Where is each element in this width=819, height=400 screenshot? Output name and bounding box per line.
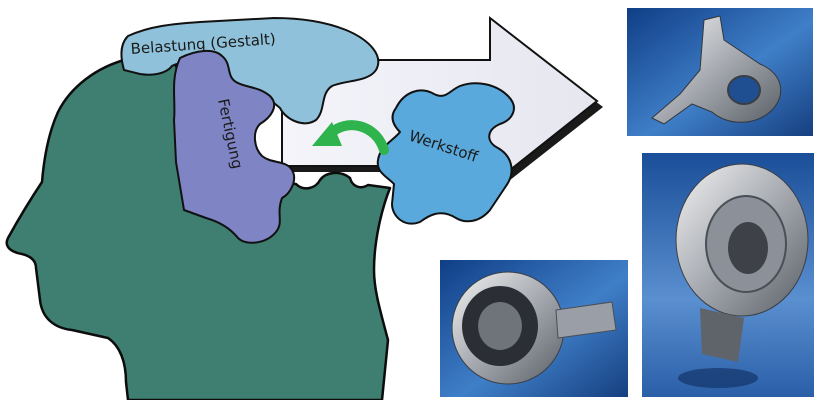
knuckle-bore (728, 76, 760, 104)
photo-cv-joint (440, 260, 628, 397)
photo-flanged-hub (642, 153, 814, 397)
photo-steering-knuckle (627, 8, 813, 136)
hub-reflection (678, 368, 758, 388)
cv-joint-balls (478, 302, 522, 350)
hub-bore (728, 222, 768, 274)
